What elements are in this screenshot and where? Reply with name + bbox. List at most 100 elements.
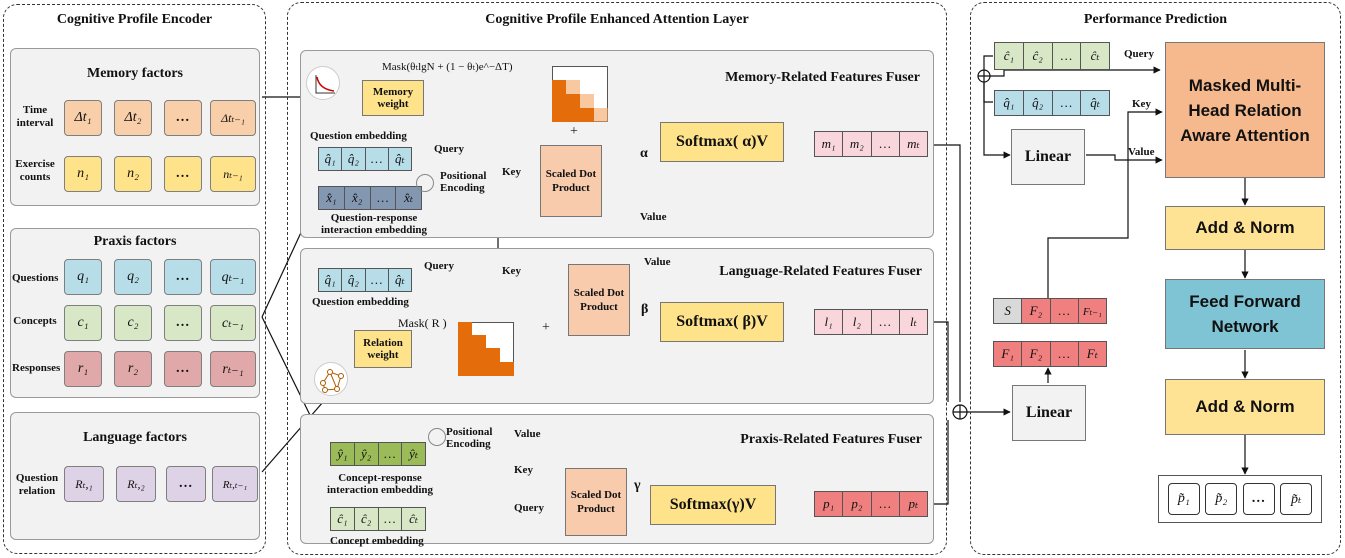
prediction-output-tile: … <box>1242 483 1275 515</box>
response-tile: rₜ₋₁ <box>210 351 256 387</box>
seq-cell: q̂₁ <box>319 148 343 170</box>
concept-tile: … <box>164 305 202 341</box>
question-relation-label: Question relation <box>15 472 59 497</box>
memory-scaled-dot-box: Scaled Dot Product <box>540 145 602 217</box>
memory-query-label: Query <box>434 143 464 155</box>
praxis-key-label: Key <box>514 464 533 476</box>
seq-cell: … <box>379 443 403 465</box>
language-output-seq: l₁ l₂ … lₜ <box>814 309 928 335</box>
seq-cell: … <box>872 132 900 156</box>
encoder-title: Cognitive Profile Encoder <box>56 12 213 27</box>
praxis-query-label: Query <box>514 502 544 514</box>
seq-cell: x̂₂ <box>345 187 371 209</box>
relation-mask-matrix <box>458 322 514 376</box>
language-value-label: Value <box>644 256 671 268</box>
concepts-label: Concepts <box>13 315 57 327</box>
memory-mask-formula: Mask(θₜlgN + (1 − θₜ)e^−ΔT) <box>382 61 513 73</box>
relation-tile: Rₜ,ₜ₋₁ <box>212 466 258 502</box>
seq-cell: p₁ <box>815 492 844 516</box>
relation-weight-box: Relation weight <box>354 330 412 368</box>
memory-tile: Δt₂ <box>114 100 152 136</box>
language-fuser-title: Language-Related Features Fuser <box>719 264 922 279</box>
language-question-embedding-label: Question embedding <box>312 296 409 308</box>
language-softmax-box: Softmax( β)V <box>660 302 784 342</box>
prediction-key-label: Key <box>1132 98 1151 110</box>
s-seq: S F₂ … Fₜ₋₁ <box>993 298 1107 324</box>
seq-cell: q̂₂ <box>342 148 366 170</box>
prediction-output-tile: p̃₂ <box>1205 483 1238 515</box>
relation-tile: … <box>166 466 206 502</box>
prediction-output-tile: p̃₁ <box>1167 483 1200 515</box>
response-tile: … <box>164 351 202 387</box>
seq-cell: q̂ₜ <box>395 272 405 287</box>
time-interval-label: Time interval <box>16 104 54 129</box>
seq-cell: F₂ <box>1022 342 1051 366</box>
positional-encoding-icon <box>428 428 446 446</box>
memory-key-label: Key <box>502 166 521 178</box>
seq-cell: … <box>1051 342 1079 366</box>
memory-tile: … <box>164 100 202 136</box>
prediction-value-label: Value <box>1128 146 1155 158</box>
seq-cell: ĉ₁ <box>995 43 1024 69</box>
seq-cell: … <box>872 310 900 334</box>
beta-symbol: β <box>641 302 649 317</box>
attention-panel <box>287 2 947 555</box>
seq-cell: x̂ₜ <box>404 190 414 205</box>
memory-interaction-label: Question-response interaction embedding <box>320 212 428 236</box>
relation-tile: Rₜ,₁ <box>64 466 104 502</box>
seq-cell: q̂ₜ <box>1090 95 1100 110</box>
linear-top-box: Linear <box>1011 129 1085 185</box>
seq-cell: p₂ <box>843 492 872 516</box>
seq-cell: … <box>1053 91 1082 115</box>
question-tile: q₂ <box>114 259 152 295</box>
memory-interaction-seq: x̂₁ x̂₂ … x̂ₜ <box>318 186 422 210</box>
seq-cell: x̂₁ <box>319 187 345 209</box>
seq-cell: … <box>1051 299 1079 323</box>
seq-cell: mₜ <box>907 136 920 151</box>
seq-cell: q̂₁ <box>319 269 343 291</box>
seq-cell: ĉ₂ <box>355 508 379 530</box>
seq-cell: F₂ <box>1022 299 1051 323</box>
graph-icon <box>314 362 348 396</box>
exercise-tile: … <box>164 156 202 192</box>
seq-cell: ĉ₂ <box>1024 43 1053 69</box>
seq-cell: … <box>379 508 403 530</box>
language-query-label: Query <box>424 260 454 272</box>
prediction-output-tile: p̃ₜ <box>1280 483 1313 515</box>
memory-tile: Δt₁ <box>64 100 102 136</box>
seq-cell: … <box>366 269 389 291</box>
concept-response-seq: ŷ₁ ŷ₂ … ŷₜ <box>330 442 426 466</box>
seq-cell: ĉ₁ <box>331 508 355 530</box>
exercise-counts-label: Exercise counts <box>15 158 55 183</box>
concept-response-label: Concept-response interaction embedding <box>326 472 434 496</box>
prediction-c-seq: ĉ₁ ĉ₂ … ĉₜ <box>994 42 1110 70</box>
concept-embedding-label: Concept embedding <box>330 535 424 547</box>
seq-cell: … <box>371 187 397 209</box>
seq-cell: F₁ <box>994 342 1023 366</box>
response-tile: r₁ <box>64 351 102 387</box>
seq-cell: q̂₁ <box>995 91 1024 115</box>
exercise-tile: n₁ <box>64 156 102 192</box>
memory-value-label: Value <box>640 211 667 223</box>
seq-cell: m₂ <box>843 132 872 156</box>
praxis-fuser-title: Praxis-Related Features Fuser <box>740 432 922 447</box>
seq-cell: Fₜ <box>1086 346 1098 361</box>
seq-cell: … <box>872 492 900 516</box>
seq-cell: lₜ <box>909 314 917 329</box>
seq-cell: l₁ <box>815 310 844 334</box>
prediction-title: Performance Prediction <box>1083 12 1228 27</box>
positional-encoding-icon <box>416 174 434 192</box>
alpha-symbol: α <box>640 146 648 161</box>
memory-factors-title: Memory factors <box>86 66 183 81</box>
praxis-factors-title: Praxis factors <box>93 234 177 249</box>
language-key-label: Key <box>502 265 521 277</box>
praxis-value-label: Value <box>514 428 541 440</box>
memory-weight-box: Memory weight <box>362 80 424 116</box>
seq-cell: … <box>366 148 389 170</box>
prediction-panel <box>970 2 1341 555</box>
concept-tile: c₁ <box>64 305 102 341</box>
attention-title: Cognitive Profile Enhanced Attention Lay… <box>485 12 749 27</box>
concept-seq: ĉ₁ ĉ₂ … ĉₜ <box>330 507 426 531</box>
add-norm-box-1: Add & Norm <box>1165 206 1325 250</box>
language-factors-title: Language factors <box>83 430 187 445</box>
